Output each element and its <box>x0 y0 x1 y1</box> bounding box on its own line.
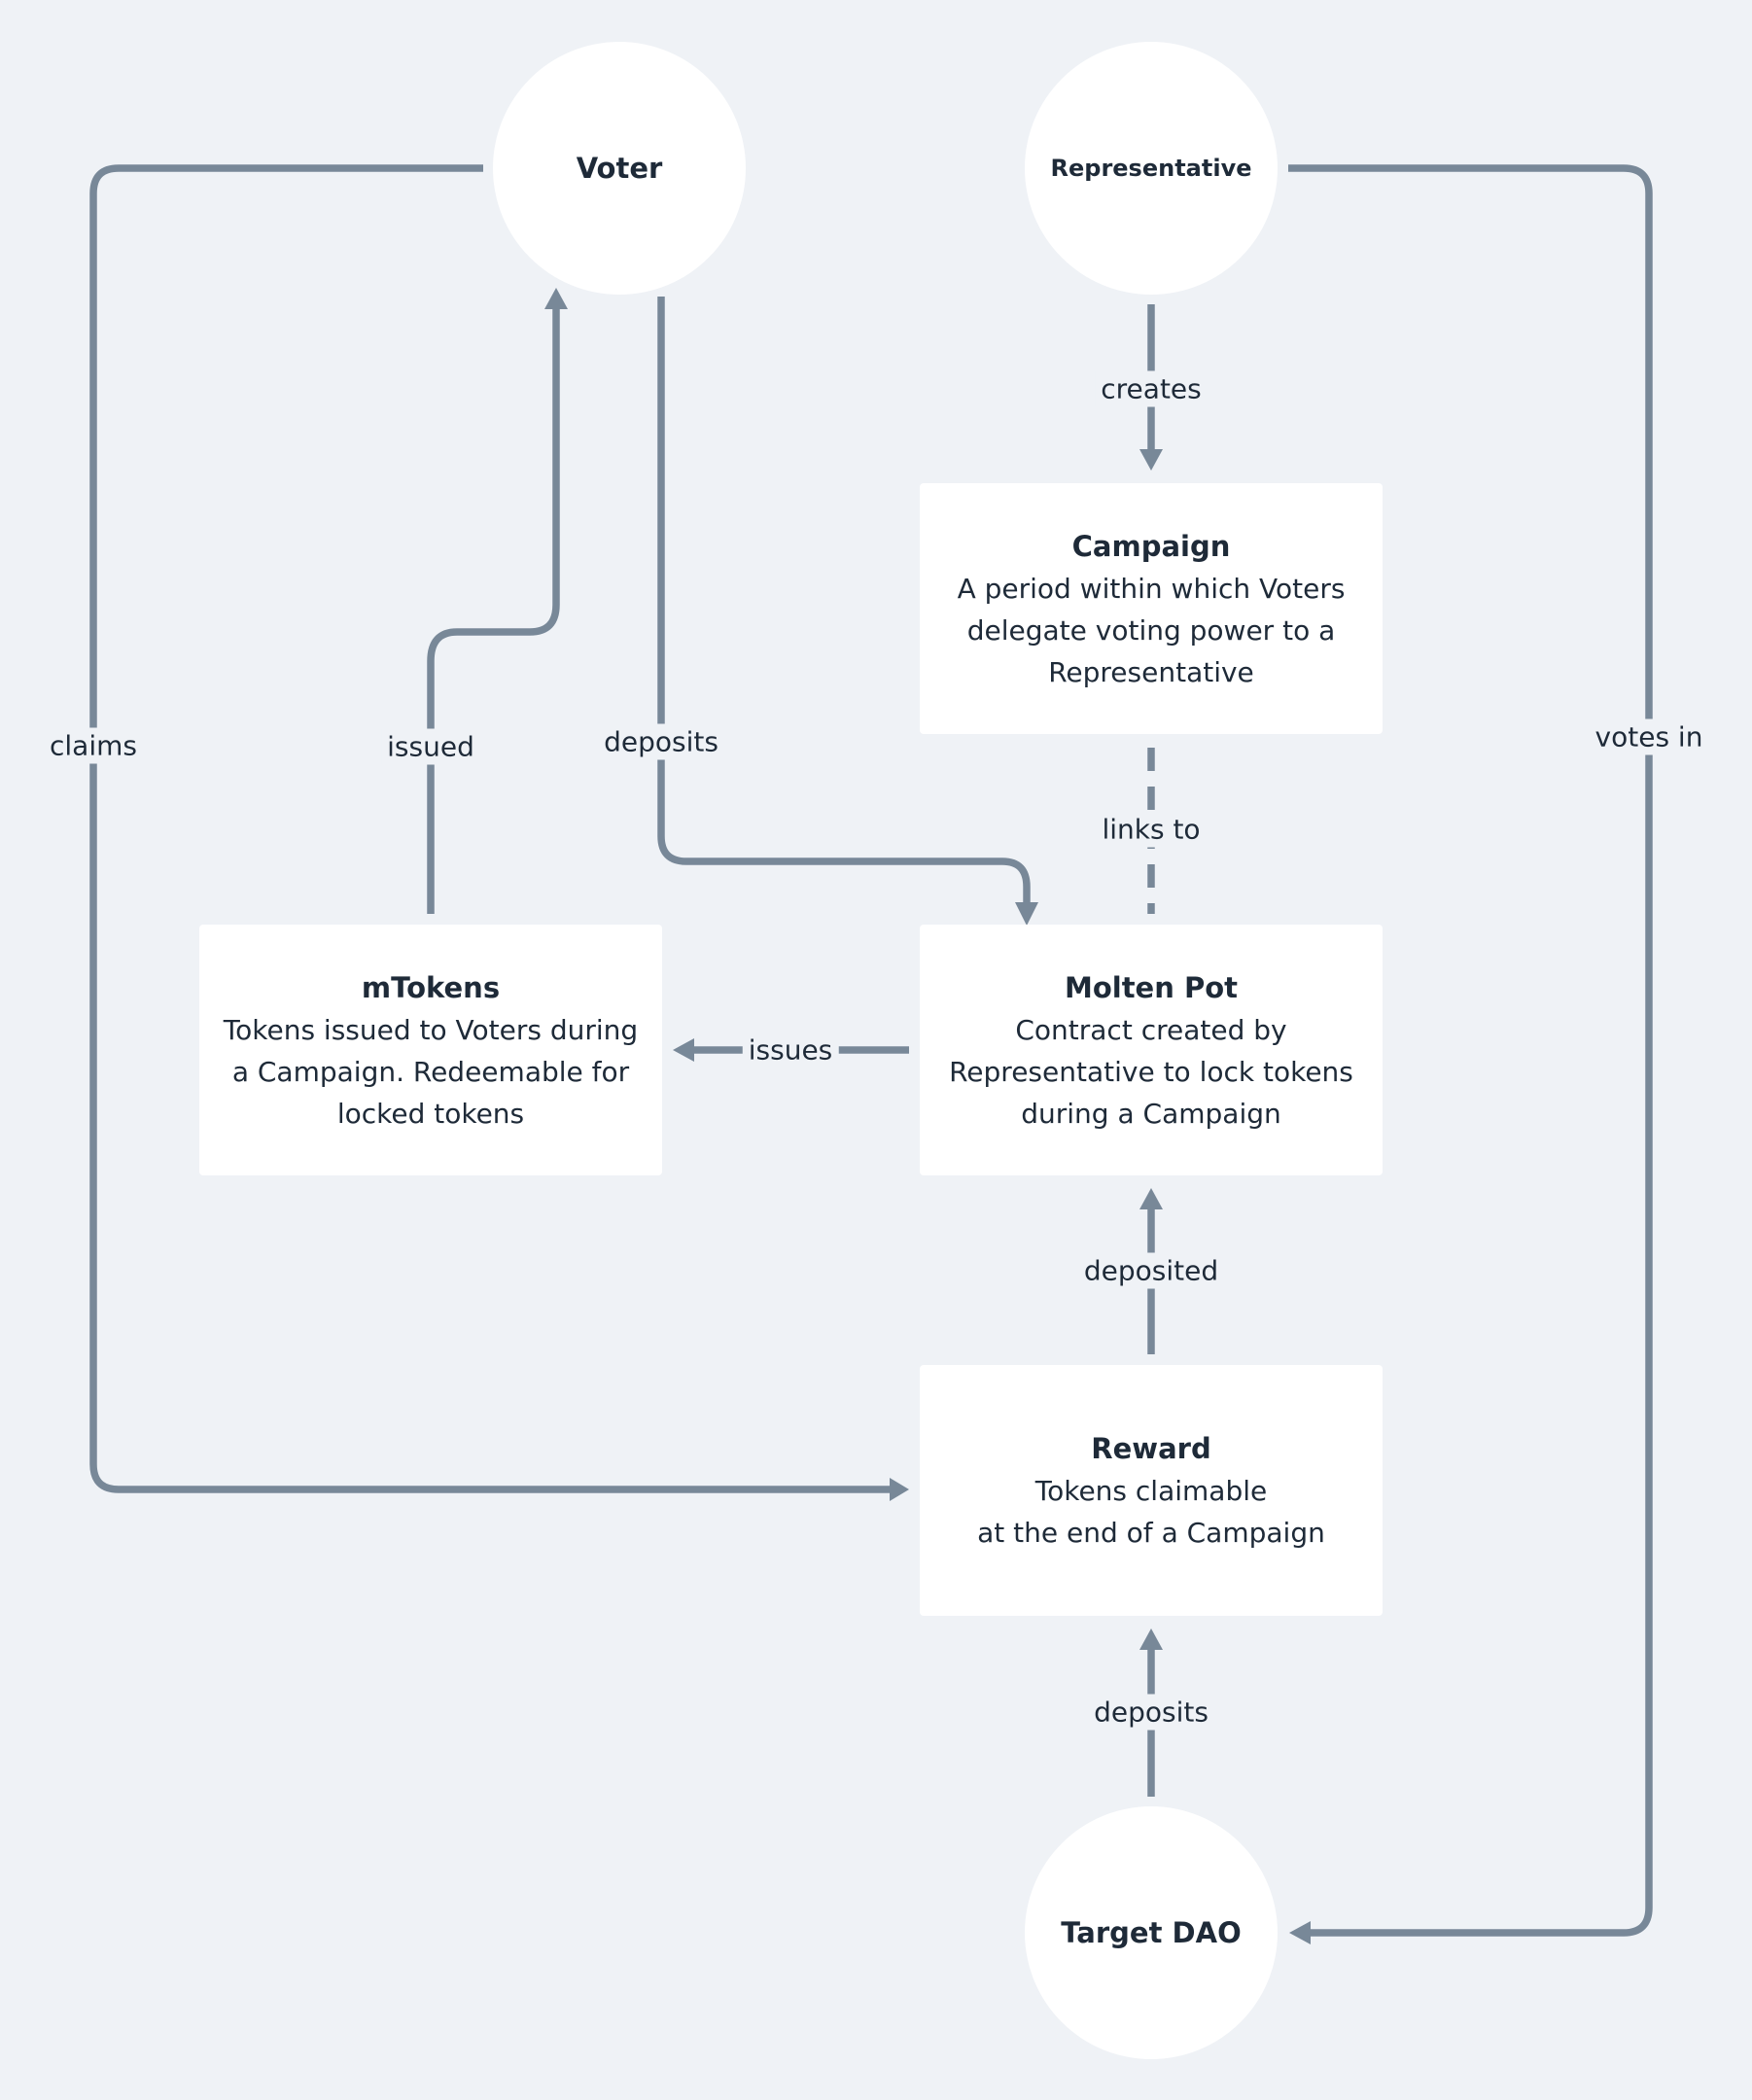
edge-votes-in <box>1288 164 1653 1937</box>
node-reward-description: Tokens claimable at the end of a Campaig… <box>977 1475 1325 1549</box>
edge-label-deposits-dao: deposits <box>1088 1694 1214 1731</box>
node-reward: Reward Tokens claimable at the end of a … <box>920 1365 1383 1616</box>
edge-claims <box>89 164 890 1493</box>
node-representative-label: Representative <box>1050 155 1252 182</box>
node-campaign-title: Campaign <box>1071 529 1231 563</box>
arrowhead-creates <box>1139 449 1163 471</box>
node-reward-title: Reward <box>1091 1432 1211 1465</box>
arrowhead-votes-in <box>1289 1921 1311 1944</box>
edge-label-claims: claims <box>44 727 143 764</box>
arrowhead-issues <box>673 1038 694 1062</box>
node-campaign-description: A period within which Voters delegate vo… <box>957 572 1346 688</box>
edge-issued <box>427 309 560 914</box>
edge-label-deposited: deposited <box>1077 1252 1225 1289</box>
node-mtokens-title: mTokens <box>361 970 501 1004</box>
node-mtokens-description: Tokens issued to Voters during a Campaig… <box>223 1013 639 1130</box>
node-voter: Voter <box>493 42 746 295</box>
edge-label-deposits-voter: deposits <box>598 723 724 760</box>
edge-label-links-to: links to <box>1096 811 1207 848</box>
node-molten-pot-description: Contract created by Representative to lo… <box>949 1013 1353 1130</box>
node-representative: Representative <box>1025 42 1278 295</box>
arrowhead-deposits-dao <box>1139 1628 1163 1650</box>
arrowhead-claims <box>890 1478 909 1501</box>
node-target-dao-label: Target DAO <box>1061 1916 1242 1949</box>
node-target-dao: Target DAO <box>1025 1806 1278 2059</box>
node-voter-label: Voter <box>576 152 663 185</box>
arrowhead-deposits-voter <box>1015 902 1038 926</box>
edge-deposits-voter <box>657 297 1031 902</box>
arrowhead-issued <box>544 288 568 309</box>
edge-label-issued: issued <box>381 728 480 765</box>
node-molten-pot: Molten Pot Contract created by Represent… <box>920 925 1383 1175</box>
edge-label-creates: creates <box>1095 370 1208 407</box>
arrowhead-deposited <box>1139 1188 1163 1209</box>
node-mtokens: mTokens Tokens issued to Voters during a… <box>199 925 662 1175</box>
edge-label-votes-in: votes in <box>1589 718 1709 755</box>
node-molten-pot-title: Molten Pot <box>1064 970 1239 1004</box>
edge-label-issues: issues <box>742 1032 839 1068</box>
node-campaign: Campaign A period within which Voters de… <box>920 483 1383 734</box>
